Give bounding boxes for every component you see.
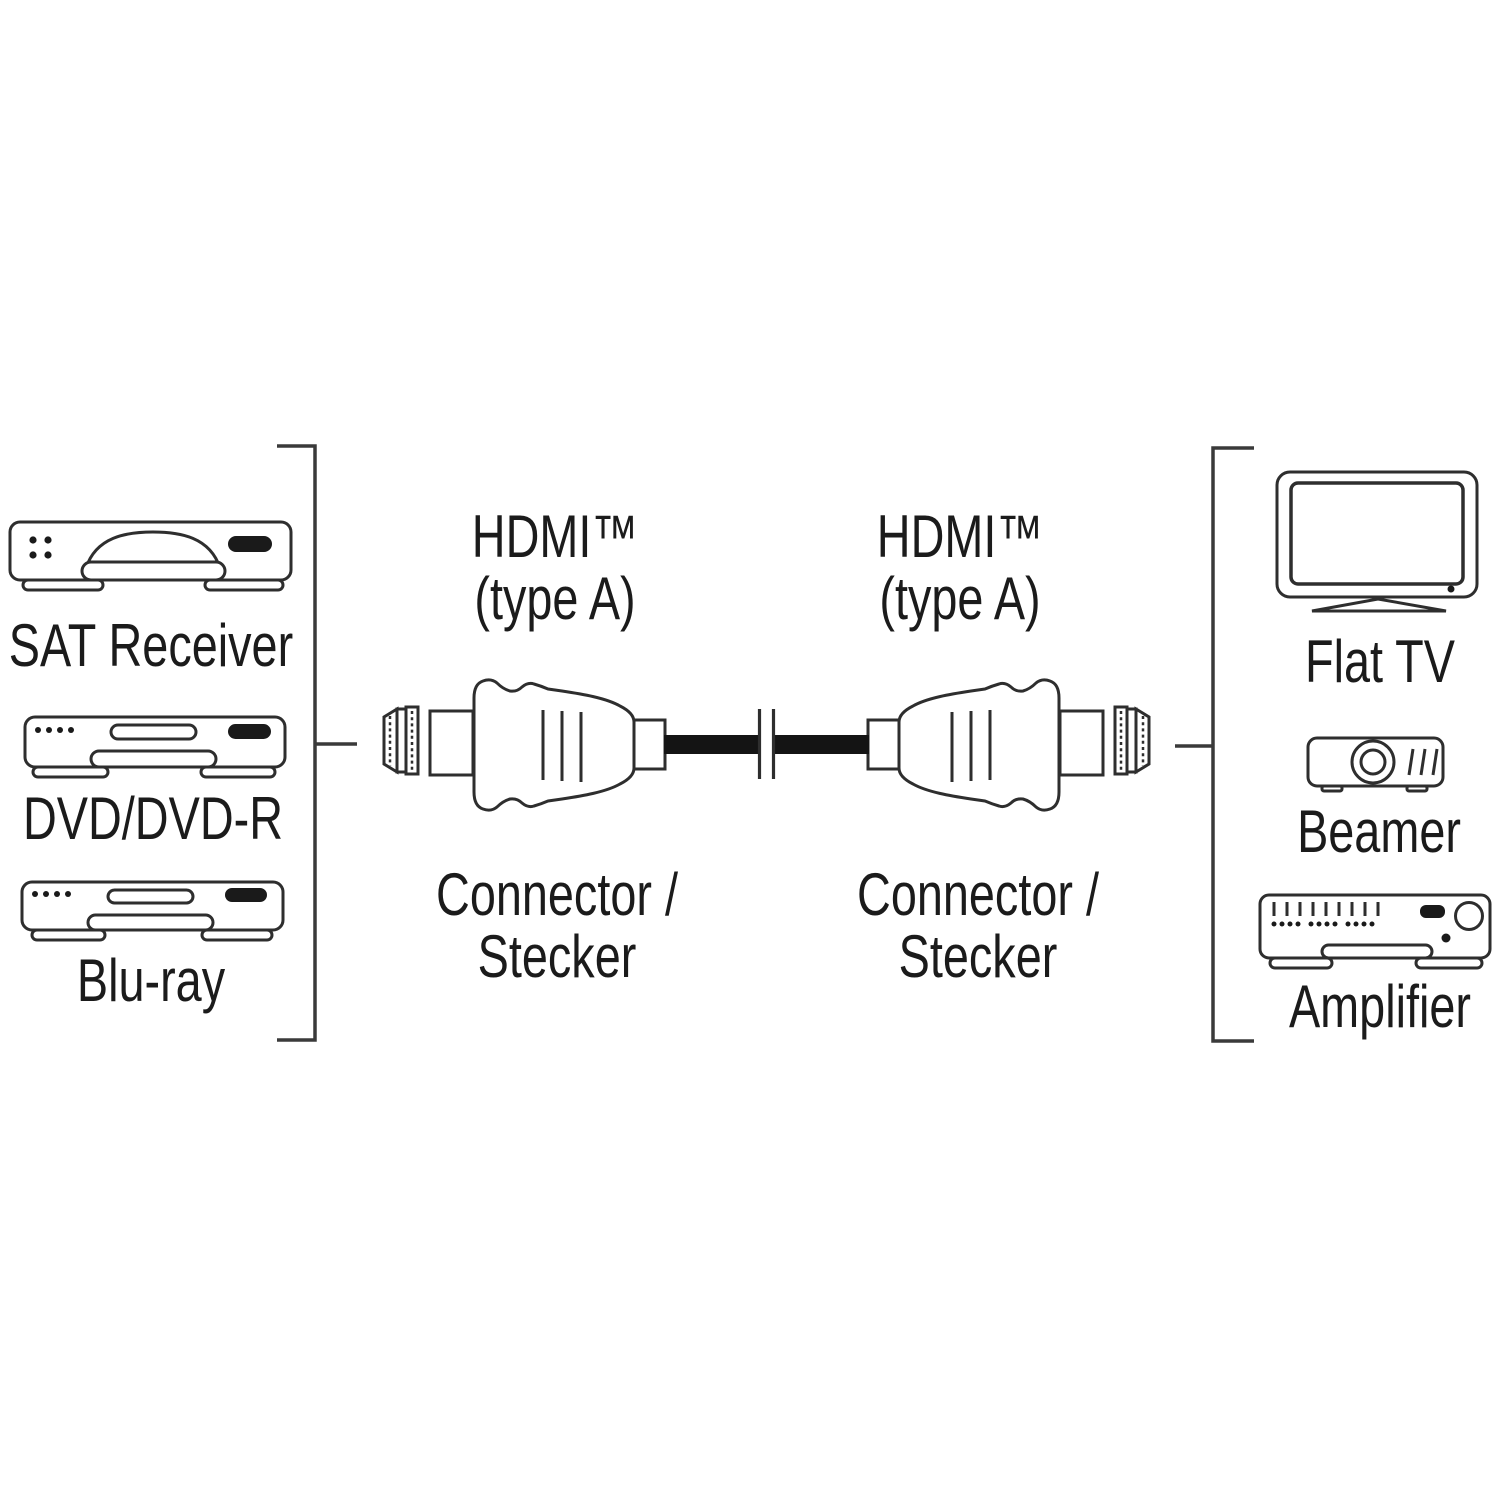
hdmi-plug-right-icon bbox=[771, 678, 1151, 812]
sat-receiver-label: SAT Receiver bbox=[8, 612, 294, 679]
hdmi-plug-left-icon bbox=[382, 678, 762, 812]
projector-icon bbox=[1306, 736, 1445, 793]
right-connector-caption: Connector / Stecker bbox=[822, 864, 1134, 988]
right-hdmi-type: (type A) bbox=[879, 565, 1041, 632]
blu-ray-player-icon bbox=[20, 880, 285, 942]
dvd-label: DVD/DVD-R bbox=[22, 785, 284, 852]
flat-tv-label: Flat TV bbox=[1305, 628, 1455, 695]
flat-tv-icon bbox=[1275, 470, 1479, 613]
left-hdmi-type: (type A) bbox=[474, 565, 636, 632]
left-connector-caption-de: Stecker bbox=[477, 923, 637, 990]
left-hdmi-type-label: HDMI™ (type A) bbox=[399, 506, 711, 630]
left-connector-caption: Connector / Stecker bbox=[401, 864, 713, 988]
right-connector-caption-en: Connector / bbox=[857, 861, 1099, 928]
left-hdmi-standard: HDMI™ bbox=[471, 503, 639, 570]
dvd-player-icon bbox=[23, 715, 287, 779]
sat-receiver-icon bbox=[8, 520, 293, 592]
right-connector-caption-de: Stecker bbox=[898, 923, 1058, 990]
beamer-label: Beamer bbox=[1297, 798, 1461, 865]
amplifier-label: Amplifier bbox=[1288, 973, 1472, 1040]
blu-ray-label: Blu-ray bbox=[76, 947, 226, 1014]
cable-break-icon bbox=[757, 709, 776, 779]
right-hdmi-type-label: HDMI™ (type A) bbox=[804, 506, 1116, 630]
left-connector-caption-en: Connector / bbox=[436, 861, 678, 928]
right-bracket bbox=[1175, 446, 1254, 1043]
amplifier-icon bbox=[1258, 893, 1492, 970]
left-bracket bbox=[277, 444, 357, 1042]
right-hdmi-standard: HDMI™ bbox=[876, 503, 1044, 570]
